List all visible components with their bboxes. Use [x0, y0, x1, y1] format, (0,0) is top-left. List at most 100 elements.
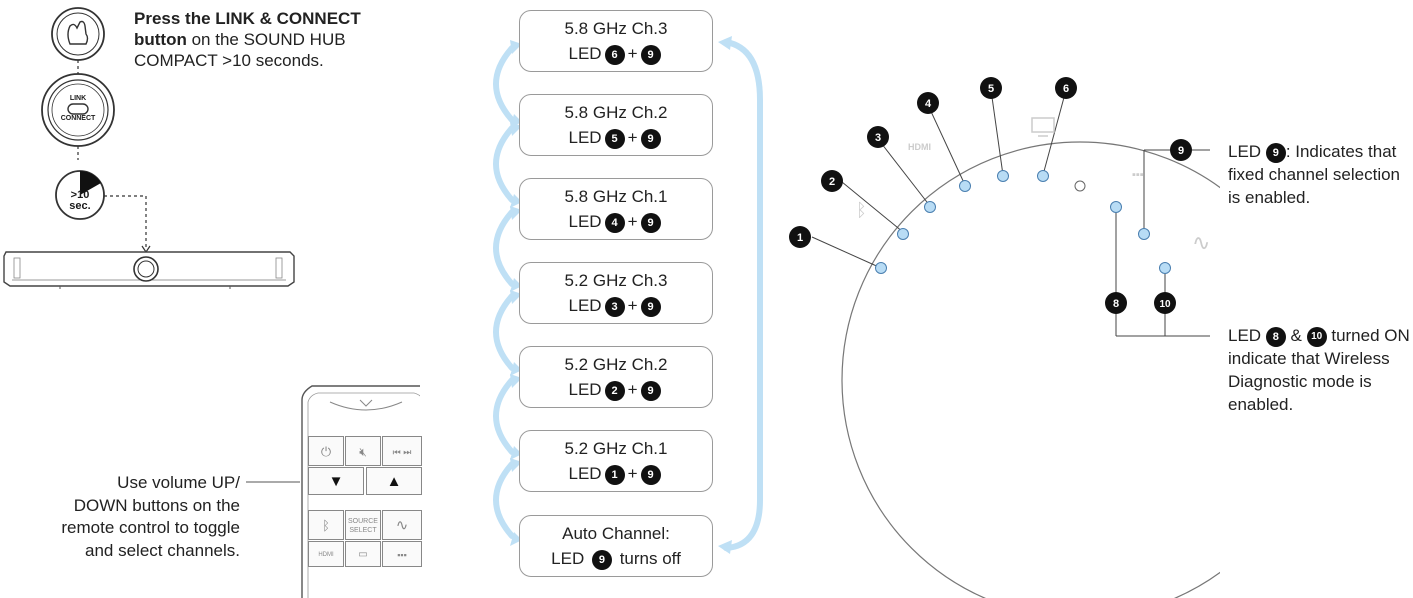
led-dot-7: [1074, 180, 1086, 192]
led-label-6: 6: [1063, 83, 1069, 95]
remote-analog-button[interactable]: ∿: [382, 510, 422, 540]
led-badge-2: [821, 170, 843, 192]
callout-led10-badge: 10: [1306, 326, 1327, 347]
led-dot-6: [1037, 170, 1049, 182]
channel-arrows: [493, 36, 763, 554]
led-badge: 6: [604, 44, 625, 65]
led-badge-6: [1055, 77, 1077, 99]
callout-led8-prefix: LED: [1228, 326, 1262, 345]
plus-sign: +: [627, 44, 638, 63]
callout-led9-text: : Indicates that fixed channel selection…: [1228, 142, 1401, 207]
analog-icon: ∿: [1192, 230, 1210, 255]
led-prefix: LED: [568, 380, 602, 399]
led-badge: 9: [640, 464, 661, 485]
channel-title: 5.2 GHz Ch.2: [564, 355, 668, 374]
led-badge: 9: [640, 296, 661, 317]
callout-led9-prefix: LED: [1228, 142, 1262, 161]
led-badge: 5: [604, 128, 625, 149]
plus-sign: +: [627, 128, 638, 147]
remote-source-select-button[interactable]: SOURCE SELECT: [345, 510, 381, 540]
remote-volume-down-button[interactable]: ▼: [308, 467, 364, 495]
channel-title: 5.8 GHz Ch.1: [564, 187, 668, 206]
led-dot-2: [897, 228, 909, 240]
auto-channel-title: Auto Channel:: [562, 524, 670, 543]
callout-led8-10: LED 8 & 10 turned ON indicate that Wirel…: [1228, 324, 1413, 416]
press-instruction-rest: on the SOUND HUB COMPACT >10 seconds.: [134, 30, 346, 70]
led-prefix: LED: [568, 44, 602, 63]
callout-led8-text: turned ON indicate that Wireless Diagnos…: [1228, 326, 1410, 414]
led-badge-1: [789, 226, 811, 248]
remote-skip-button[interactable]: ⏮ ⏭: [382, 436, 422, 466]
remote-optical-button[interactable]: ▭: [345, 541, 381, 567]
link-label: LINK CONNECT: [58, 95, 98, 123]
remote-coax-button[interactable]: ▪▪▪: [382, 541, 422, 567]
led-badge: 9: [640, 212, 661, 233]
remote-mute-button[interactable]: 🔇︎: [345, 436, 381, 466]
led-badge: 9: [640, 44, 661, 65]
led-prefix: LED: [568, 212, 602, 231]
led-label-1: 1: [797, 232, 803, 244]
press-instruction-bold: Press the LINK & CONNECT button: [134, 9, 361, 49]
led-label-10: 10: [1159, 299, 1171, 310]
led-dot-3: [924, 201, 936, 213]
remote-volume-up-button[interactable]: ▲: [366, 467, 422, 495]
bluetooth-icon: ᛒ: [856, 200, 867, 220]
led-label-8: 8: [1113, 298, 1119, 310]
led-prefix: LED: [551, 549, 585, 568]
press-instruction: Press the LINK & CONNECT button on the S…: [134, 8, 404, 71]
remote-power-button[interactable]: ⏻: [308, 436, 344, 466]
coax-icon: ▪▪▪: [1132, 169, 1144, 181]
plus-sign: +: [627, 212, 638, 231]
channel-title: 5.8 GHz Ch.2: [564, 103, 668, 122]
led-dot-1: [875, 262, 887, 274]
hub-top-circle: [841, 141, 1220, 598]
callout-led8-badge: 8: [1265, 326, 1286, 347]
led-dot-9: [1138, 228, 1150, 240]
led-badge-10: [1154, 292, 1176, 314]
led-badge-9: [1170, 139, 1192, 161]
callout-led9: LED 9: Indicates that fixed channel sele…: [1228, 140, 1410, 209]
timer-label: >10 sec.: [62, 190, 98, 212]
channel-title: 5.8 GHz Ch.3: [564, 19, 668, 38]
channel-title: 5.2 GHz Ch.1: [564, 439, 668, 458]
plus-sign: +: [627, 464, 638, 483]
led-badge: 4: [604, 212, 625, 233]
auto-channel-box: Auto Channel: LED 9 turns off: [519, 515, 713, 577]
plus-sign: +: [627, 296, 638, 315]
led-badge-5: [980, 77, 1002, 99]
led-dot-5: [997, 170, 1009, 182]
led-badge-4: [917, 92, 939, 114]
led-dots: [875, 170, 1171, 274]
remote-hdmi-button[interactable]: HDMI: [308, 541, 344, 567]
hdmi-icon: HDMI: [908, 142, 931, 152]
led-badge: 9: [640, 380, 661, 401]
timer-line2: sec.: [69, 200, 91, 212]
led-label-2: 2: [829, 176, 835, 188]
source-line2: SELECT: [349, 527, 377, 534]
link-line1: LINK: [69, 95, 87, 102]
callout-amp: &: [1290, 326, 1302, 345]
timer-line1: >10: [70, 189, 90, 201]
led-label-9: 9: [1178, 145, 1184, 157]
remote-bluetooth-button[interactable]: ᛒ: [308, 510, 344, 540]
led-badge: 3: [604, 296, 625, 317]
source-line1: SOURCE: [348, 518, 378, 525]
optical-icon: [1031, 117, 1055, 133]
auto-channel-suffix: turns off: [619, 549, 681, 568]
led-label-4: 4: [925, 98, 932, 110]
led-badge: 1: [604, 464, 625, 485]
press-hand-icon: [51, 7, 105, 61]
led-label-3: 3: [875, 132, 881, 144]
led-label-5: 5: [988, 83, 994, 95]
link-line2: CONNECT: [60, 115, 96, 122]
callout-led9-badge: 9: [1265, 142, 1286, 163]
remote-instruction: Use volume UP/ DOWN buttons on the remot…: [61, 473, 240, 560]
channel-title: 5.2 GHz Ch.3: [564, 271, 668, 290]
led-prefix: LED: [568, 464, 602, 483]
led-dot-8: [1110, 201, 1122, 213]
